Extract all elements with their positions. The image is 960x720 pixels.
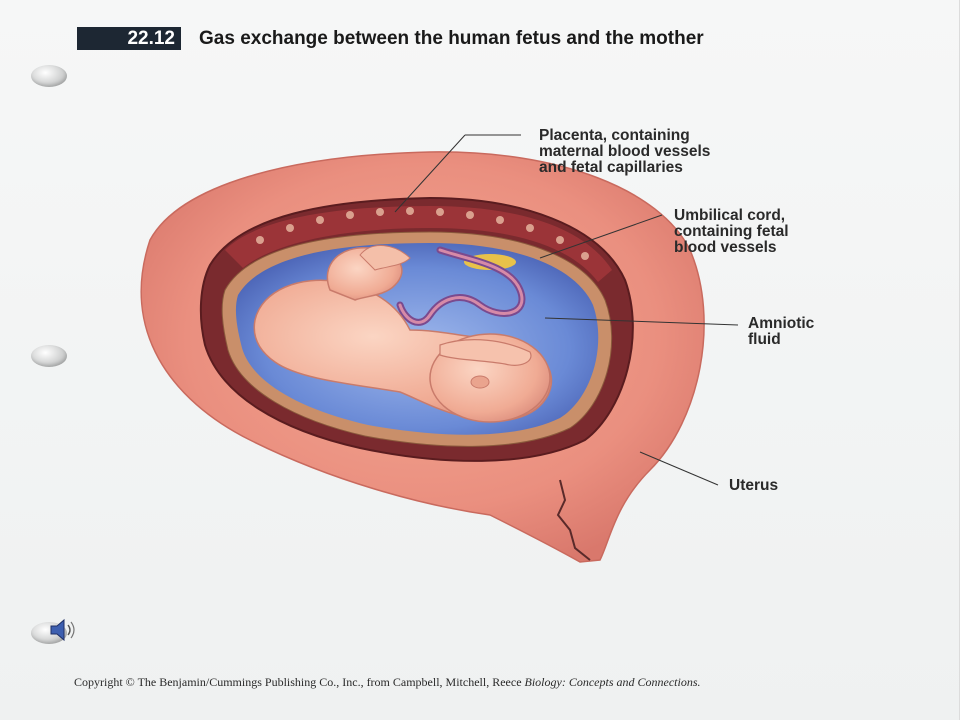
amniotic-fluid-label: Amniotic fluid	[748, 315, 815, 348]
fetus	[253, 245, 553, 423]
figure-number: 22.12	[77, 27, 181, 50]
figure-title: Gas exchange between the human fetus and…	[199, 28, 704, 49]
leader-lines	[394, 134, 739, 486]
umbilical-cord-label: Umbilical cord, containing fetal blood v…	[674, 207, 789, 256]
binder-hole-icon	[31, 65, 67, 87]
uterus-label: Uterus	[729, 477, 779, 494]
copyright-footer: Copyright © The Benjamin/Cummings Publis…	[74, 675, 701, 689]
speaker-icon[interactable]	[46, 613, 80, 647]
placenta-label: Placenta, containing maternal blood vess…	[539, 127, 711, 176]
umbilical-cord	[396, 246, 526, 326]
binder-hole-icon	[31, 345, 67, 367]
book-title: Biology: Concepts and Connections.	[524, 675, 701, 689]
